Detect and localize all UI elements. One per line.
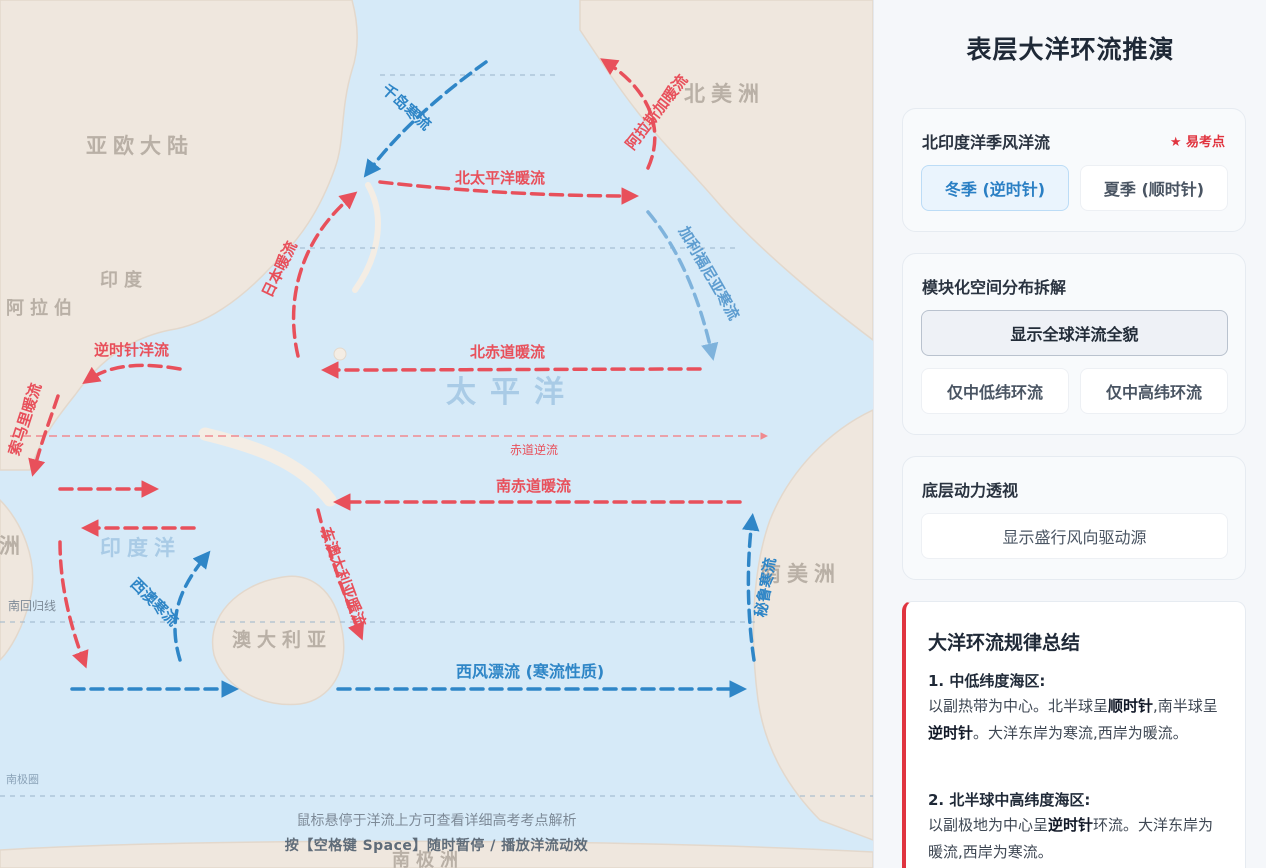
label-pacific: 太平洋 — [446, 375, 578, 410]
current-north-pacific[interactable]: 北太平洋暖流 — [455, 169, 546, 187]
north-equatorial-arrow — [321, 361, 702, 379]
current-south-equatorial[interactable]: 南赤道暖流 — [496, 477, 572, 495]
africa-land — [0, 498, 34, 662]
japan-arc — [352, 182, 381, 293]
monsoon-card: 北印度洋季风洋流 ★ 易考点 冬季 (逆时针) 夏季 (顺时针) — [902, 108, 1246, 232]
modular-card: 模块化空间分布拆解 显示全球洋流全貌 仅中低纬环流 仅中高纬环流 — [902, 253, 1246, 435]
label-antarctic-circle: 南极圈 — [6, 773, 39, 786]
peru-arrow — [742, 513, 760, 662]
space-hint: 按【空格键 Space】随时暂停 / 播放洋流动效 — [284, 838, 589, 854]
summary-heading-1: 1. 中低纬度海区: — [928, 672, 1046, 690]
antarctica-land — [0, 840, 873, 868]
summary-title: 大洋环流规律总结 — [928, 632, 1081, 654]
label-arabia: 阿拉伯 — [6, 298, 78, 319]
california-arrow — [646, 210, 719, 361]
low-latitude-button[interactable]: 仅中低纬环流 — [921, 368, 1069, 414]
monsoon-title: 北印度洋季风洋流 — [922, 133, 1051, 152]
australia-land — [211, 575, 345, 706]
eurasia-land — [0, 0, 359, 471]
label-tropic: 南回归线 — [8, 599, 57, 613]
label-eurasia: 亚欧大陆 — [86, 134, 194, 158]
current-west-wind[interactable]: 西风漂流 (寒流性质) — [456, 662, 605, 681]
winter-button[interactable]: 冬季 (逆时针) — [921, 165, 1069, 211]
kuril-arrow — [363, 60, 488, 178]
summary-para-2: 以副极地为中心呈逆时针环流。大洋东岸为暖流,西岸为寒流。 — [928, 816, 1214, 861]
current-ccw[interactable]: 逆时针洋流 — [94, 341, 170, 359]
label-north-america: 北美洲 — [684, 82, 765, 106]
west-australian-arrow — [173, 550, 211, 662]
io-south-arrow — [58, 540, 89, 669]
ccw-arrow — [82, 363, 182, 384]
sidebar: 表层大洋环流推演 北印度洋季风洋流 ★ 易考点 冬季 (逆时针) 夏季 (顺时针… — [873, 0, 1266, 868]
somali-arrow — [28, 394, 60, 477]
north-pacific-arrow — [378, 180, 639, 205]
summary-card: 大洋环流规律总结 1. 中低纬度海区: 以副热带为中心。北半球呈顺时针,南半球呈… — [902, 601, 1246, 868]
ocean-map: 亚欧大陆 印度 阿拉伯 北美洲 南美洲 非洲 澳大利亚 南极洲 太平洋 印度洋 … — [0, 0, 873, 868]
label-india: 印度 — [100, 270, 148, 291]
dynamics-title: 底层动力透视 — [922, 481, 1019, 500]
map-canvas — [0, 0, 873, 868]
summary-para-1: 以副热带为中心。北半球呈顺时针,南半球呈逆时针。大洋东岸为寒流,西岸为暖流。 — [928, 697, 1218, 742]
dynamics-card: 底层动力透视 显示盛行风向驱动源 — [902, 456, 1246, 580]
north-america-land — [579, 0, 873, 341]
hover-hint: 鼠标悬停于洋流上方可查看详细高考考点解析 — [296, 813, 577, 829]
exam-badge: ★ 易考点 — [1169, 135, 1225, 150]
label-south-america: 南美洲 — [760, 562, 841, 586]
high-latitude-button[interactable]: 仅中高纬环流 — [1080, 368, 1228, 414]
summer-button[interactable]: 夏季 (顺时针) — [1080, 165, 1228, 211]
current-north-equatorial[interactable]: 北赤道暖流 — [470, 343, 546, 361]
show-wind-button[interactable]: 显示盛行风向驱动源 — [921, 513, 1228, 559]
sidebar-title: 表层大洋环流推演 — [966, 35, 1175, 64]
summary-heading-2: 2. 北半球中高纬度海区: — [928, 791, 1091, 809]
modular-title: 模块化空间分布拆解 — [922, 278, 1067, 297]
label-antarctica: 南极洲 — [392, 850, 464, 868]
south-america-land — [752, 409, 873, 841]
global-currents-button[interactable]: 显示全球洋流全貌 — [921, 310, 1228, 356]
indonesia-arc — [198, 427, 337, 507]
kuroshio-arrow — [291, 191, 358, 358]
alaska-arrow — [600, 58, 657, 170]
label-indian-ocean: 印度洋 — [100, 536, 181, 560]
current-counter[interactable]: 赤道逆流 — [510, 443, 559, 457]
label-australia: 澳大利亚 — [232, 629, 333, 651]
east-australian-arrow — [316, 508, 365, 641]
label-africa: 非洲 — [0, 534, 26, 558]
